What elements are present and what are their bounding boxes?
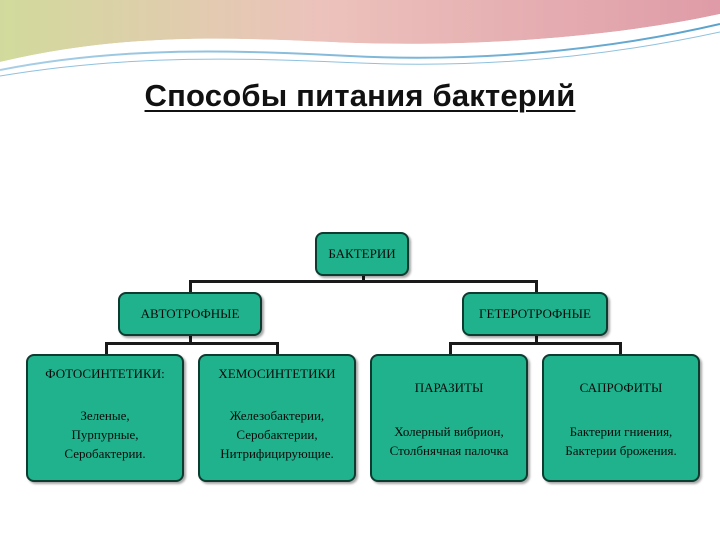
- node-parasites: ПАРАЗИТЫ Холерный вибрион, Столбнячная п…: [370, 354, 528, 482]
- node-saprophytes: САПРОФИТЫ Бактерии гниения, Бактерии бро…: [542, 354, 700, 482]
- connector-heterotrophs-stem: [535, 336, 538, 344]
- saprophytes-title: САПРОФИТЫ: [579, 380, 663, 395]
- connector-level1-bar: [189, 280, 538, 283]
- photosynthetic-item: Зеленые,: [80, 408, 130, 423]
- parasites-item: Столбнячная палочка: [389, 443, 509, 458]
- photosynthetic-item: Пурпурные,: [71, 427, 139, 442]
- connector-autotrophs-stem: [189, 336, 192, 344]
- saprophytes-item: Бактерии гниения,: [569, 424, 673, 439]
- photosynthetic-title: ФОТОСИНТЕТИКИ:: [45, 366, 165, 381]
- connector-parasites-drop: [449, 342, 452, 354]
- node-heterotrophs-label: ГЕТЕРОТРОФНЫЕ: [479, 306, 591, 321]
- diagram-title-text: Способы питания бактерий: [144, 78, 576, 113]
- node-chemosynthetic: ХЕМОСИНТЕТИКИ Железобактерии, Серобактер…: [198, 354, 356, 482]
- connector-heterotrophs-drop: [535, 280, 538, 292]
- saprophytes-item: Бактерии брожения.: [565, 443, 677, 458]
- connector-chemo-drop: [276, 342, 279, 354]
- connector-heterotrophs-bar: [449, 342, 622, 345]
- chemosynthetic-item: Нитрифицирующие.: [220, 446, 334, 461]
- parasites-title: ПАРАЗИТЫ: [414, 380, 484, 395]
- node-heterotrophs: ГЕТЕРОТРОФНЫЕ: [462, 292, 608, 336]
- connector-root-stem: [362, 275, 365, 282]
- connector-autotrophs-drop: [189, 280, 192, 292]
- photosynthetic-item: Серобактерии.: [64, 446, 146, 461]
- node-bacteria-label: БАКТЕРИИ: [328, 246, 396, 261]
- diagram-title: Способы питания бактерий: [0, 78, 720, 114]
- connector-photo-drop: [105, 342, 108, 354]
- node-autotrophs: АВТОТРОФНЫЕ: [118, 292, 262, 336]
- chemosynthetic-item: Серобактерии,: [236, 427, 318, 442]
- node-bacteria: БАКТЕРИИ: [315, 232, 409, 276]
- connector-saprophytes-drop: [619, 342, 622, 354]
- node-photosynthetic: ФОТОСИНТЕТИКИ: Зеленые, Пурпурные, Сероб…: [26, 354, 184, 482]
- node-autotrophs-label: АВТОТРОФНЫЕ: [140, 306, 240, 321]
- connector-autotrophs-bar: [105, 342, 279, 345]
- chemosynthetic-title: ХЕМОСИНТЕТИКИ: [218, 366, 336, 381]
- chemosynthetic-item: Железобактерии,: [229, 408, 325, 423]
- parasites-item: Холерный вибрион,: [394, 424, 504, 439]
